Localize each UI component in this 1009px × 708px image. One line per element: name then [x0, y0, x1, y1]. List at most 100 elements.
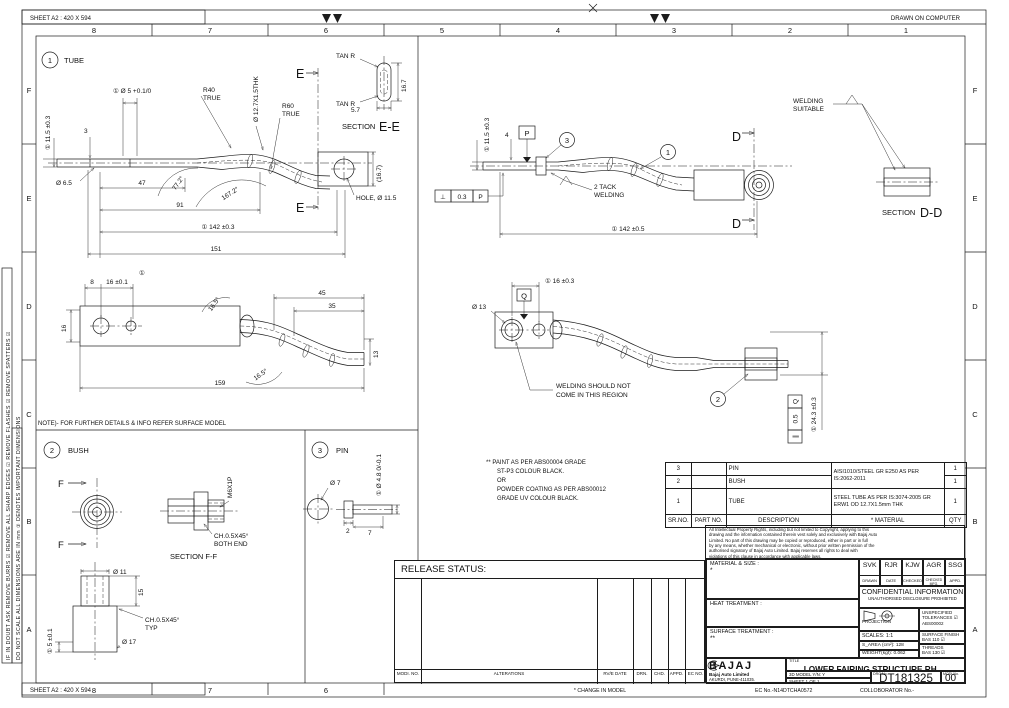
surface-finish-label: SURFACE FINISH [922, 632, 960, 637]
row-e-left: E [26, 194, 31, 203]
col-8: 8 [92, 26, 96, 35]
fcf-perpendicularity-datum: P [478, 194, 482, 201]
dim-2: 2 [346, 528, 350, 535]
paint-note-1: ** PAINT AS PER ABS00004 GRADE [486, 460, 586, 466]
sheet-of-cell: SHEET 1 OF 1 [786, 677, 871, 684]
threads-label: THREADS [922, 645, 944, 650]
dim-15: 15 [138, 588, 145, 596]
confidential-line1: CONFIDENTIAL INFORMATION [861, 589, 964, 596]
row-b-right: B [972, 517, 977, 526]
col-2: 2 [788, 26, 792, 35]
col-5: 5 [440, 26, 444, 35]
parts-header-desc: DESCRIPTION [725, 514, 832, 528]
dim-dia48: ① Ø 4.8 0/-0.1 [375, 454, 383, 496]
confidential-line2: UNAUTHORISED DISCLOSURE PROHIBITED [868, 596, 957, 601]
tolerances-cell: UNSPECIFIED TOLERANCES ☑ ABS00002 [919, 608, 966, 631]
sig-date: RJR [884, 562, 898, 569]
dim-47: 47 [138, 180, 146, 187]
fcf-perpendicularity-value: 0.3 [457, 194, 466, 201]
ip-disclaimer: All Intellectual Property Rights, includ… [706, 526, 966, 559]
asm-dim-142: ① 142 ±0.5 [612, 225, 645, 233]
threads-standard: BAS 130 [922, 650, 940, 655]
part-desc: PIN [725, 462, 832, 476]
col-3: 3 [672, 26, 676, 35]
section-f-arrow-top: F [58, 479, 64, 490]
fold-mark-triangle [322, 14, 331, 23]
dim-r40: R40 [203, 87, 215, 94]
col-8-bottom: 8 [92, 686, 96, 695]
drawn-on-computer-label: DRAWN ON COMPUTER [891, 16, 961, 22]
signature-grid: SVK DRAWN RJR DATE KJW CHECKED AGR CHECK… [859, 559, 967, 586]
datum-q: Q [521, 292, 527, 301]
parts-row-3: 3 PIN AISI1010/STEEL GR E250 AS PER IS:2… [665, 462, 967, 489]
release-status-title: RELEASE STATUS: [395, 561, 706, 579]
row-b-left: B [26, 517, 31, 526]
part-desc: TUBE [725, 488, 832, 515]
weld-restriction-2: COME IN THIS REGION [556, 392, 628, 399]
title-block: All Intellectual Property Rights, includ… [705, 525, 967, 684]
col-6-bottom: 6 [324, 686, 328, 695]
dim-dia127: Ø 12.7X1.5THK [253, 75, 260, 122]
surface-model-note: NOTE)- FOR FURTHER DETAILS & INFO REFER … [38, 421, 227, 427]
sig-checked-label: CHECKED [902, 575, 923, 583]
fcf-parallel-datum: Q [793, 399, 800, 404]
dim-dia17: Ø 17 [122, 639, 136, 646]
row-c-right: C [972, 410, 978, 419]
section-f-arrow-bottom: F [58, 540, 64, 551]
parts-header-row: SR.NO. PART NO. DESCRIPTION * MATERIAL Q… [665, 514, 967, 528]
drg-number-value: DT181325 [879, 673, 933, 684]
row-d-left: D [26, 302, 32, 311]
disclaimer-line: All Intellectual Property Rights, includ… [709, 527, 870, 532]
view-tube-title: TUBE [64, 56, 84, 65]
section-e-arrow-top: E [296, 67, 304, 81]
tolerance-line1: UNSPECIFIED [922, 610, 953, 615]
hole-label: HOLE, Ø 11.5 [356, 195, 397, 202]
parts-header-srno: SR.NO. [665, 514, 692, 528]
col-6: 6 [324, 26, 328, 35]
dim-r40-true: TRUE [203, 95, 221, 102]
dim-16-01: 16 ±0.1 [106, 279, 128, 286]
dim-dia13: Ø 13 [472, 304, 486, 311]
part-qty: 1 [943, 475, 967, 489]
surface-area-cell: S_AREA (cm²): 128 [859, 641, 919, 650]
dim-35: 35 [328, 303, 336, 310]
view-pin-title: PIN [336, 446, 349, 455]
view-assembly-top: ① 11.5 ±0.3 4 P 3 1 2 TACK WELDING ⊥ 0.3… [434, 117, 792, 238]
parts-row-1: 1 TUBE STEEL TUBE AS PER IS:3074-2005 GR… [665, 488, 967, 515]
disclaimer-line: drawing and the information contained th… [709, 532, 878, 538]
alt-col-drn: DRN. [636, 671, 648, 676]
fcf-parallel-symbol: ∥ [792, 435, 800, 438]
row-e-right: E [972, 194, 977, 203]
part-qty: 1 [943, 462, 967, 476]
view-bush-detail: 2 BUSH F F M6X1P CH.0.5X45° BOTH END SEC… [43, 441, 249, 660]
row-c-left: C [26, 410, 32, 419]
surface-treatment-value: ** [710, 635, 716, 642]
disclaimer-line: authorised signatory of Bajaj Auto Limit… [709, 548, 858, 554]
view-assembly-side: ① 16 ±0.3 Q Ø 13 WELDING SHOULD NOT COME… [472, 277, 828, 444]
alt-col-alterations: ALTERATIONS [493, 671, 525, 676]
heat-treatment-label: HEAT TREATMENT : [710, 601, 762, 607]
surface-treatment-cell: SURFACE TREATMENT : ** [706, 627, 859, 658]
sheet-size-label-bottom: SHEET A2 : 420 X 594 [30, 688, 92, 694]
sig-checked: KJW [905, 562, 920, 569]
sig-drawn: SVK [862, 562, 877, 569]
dim-45: 45 [318, 290, 326, 297]
dim-5-01: ① 5 ±0.1 [46, 628, 54, 654]
sig-date-label: DATE [881, 575, 901, 583]
part-srno: 1 [665, 488, 692, 515]
tolerance-checkbox-icon: ☑ [953, 615, 958, 620]
disclaimer-line: violations of this clause in accordance … [709, 553, 822, 559]
row-a-left: A [26, 625, 31, 634]
row-f-right: F [973, 86, 978, 95]
col-4: 4 [556, 26, 560, 35]
dim-142: ① 142 ±0.3 [202, 223, 235, 231]
dim-16v: 16 [61, 324, 68, 332]
chamfer-note-1a: CH.0.5X45° [214, 532, 249, 540]
part-material-tube: STEEL TUBE AS PER IS:3074-2005 GR ERW1 O… [830, 488, 945, 515]
asm-dim-24p3: ① 24.3 ±0.3 [810, 397, 818, 432]
margin-note-inner: DO NOT SCALE ALL DIMENSIONS ARE IN mm ① … [16, 416, 22, 660]
dim-angle-77: 77.2° [170, 174, 186, 191]
welding-suitable-2: SUITABLE [793, 106, 825, 113]
dim-159: 159 [215, 380, 226, 387]
surface-treatment-label: SURFACE TREATMENT : [710, 629, 774, 635]
